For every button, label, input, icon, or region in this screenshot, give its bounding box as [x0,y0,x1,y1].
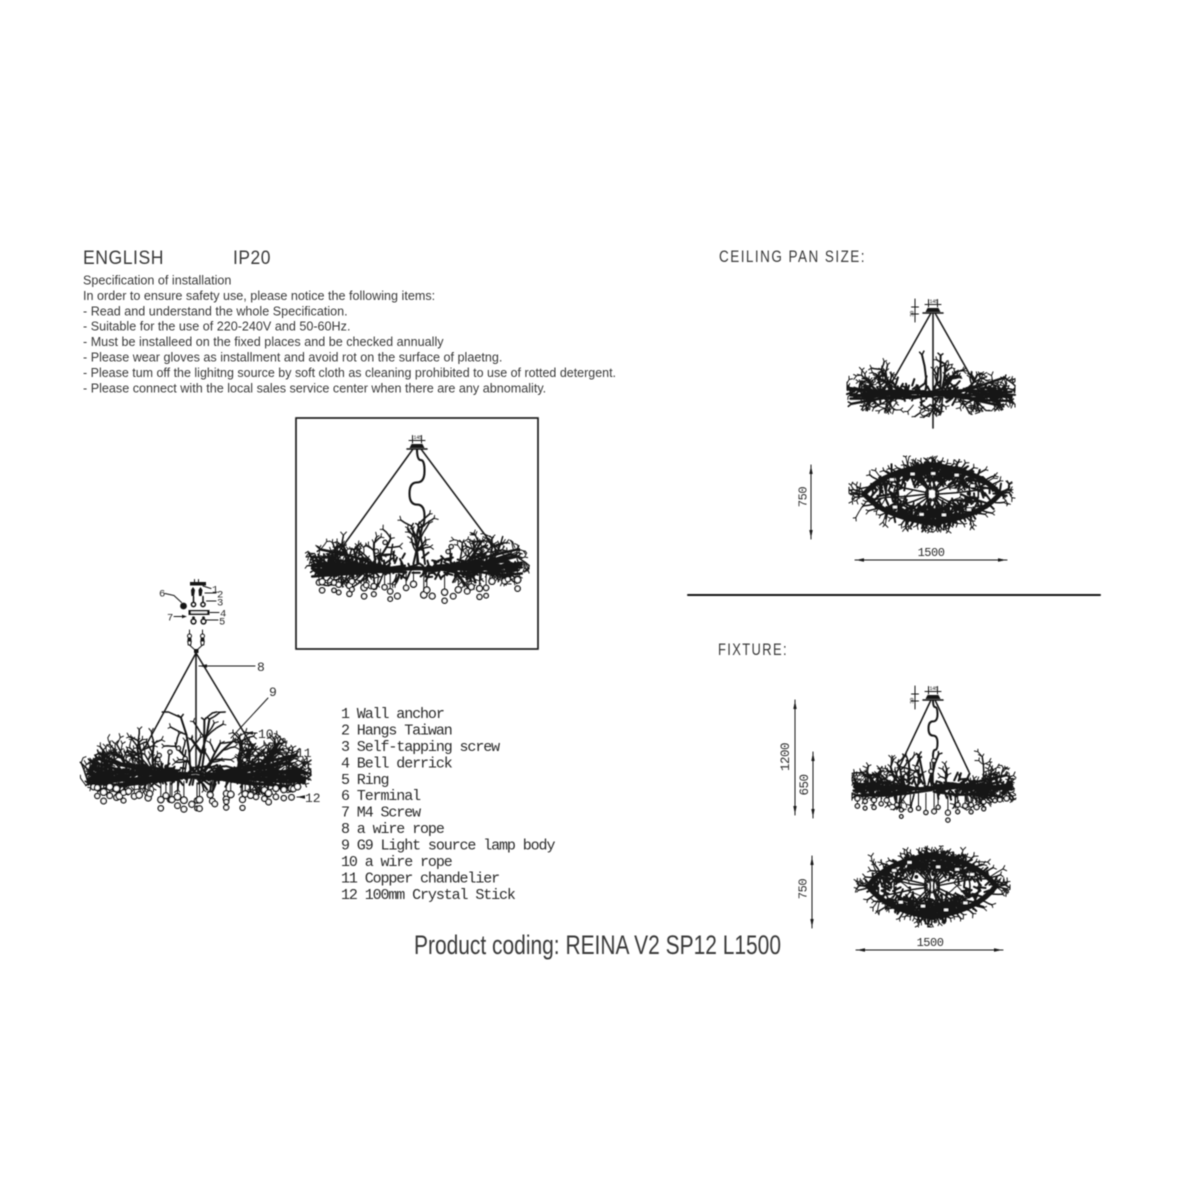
svg-text:7: 7 [167,613,173,625]
svg-text:4 Bell derrick: 4 Bell derrick [341,755,453,772]
svg-text:145: 145 [413,434,422,441]
svg-text:145: 145 [929,298,938,305]
svg-text:750: 750 [797,487,811,507]
svg-text:3 Self-tapping screw: 3 Self-tapping screw [341,739,500,756]
svg-text:CEILING PAN SIZE:: CEILING PAN SIZE: [719,248,866,266]
svg-text:1: 1 [212,585,218,597]
svg-text:In order to ensure safety use,: In order to ensure safety use, please no… [83,289,435,303]
svg-text:750: 750 [797,879,811,899]
svg-text:30: 30 [909,311,916,317]
svg-text:- Must be installeed on the fi: - Must be installeed on the fixed places… [83,335,444,349]
svg-text:11 Copper chandelier: 11 Copper chandelier [341,871,499,888]
svg-text:650: 650 [798,774,812,795]
svg-text:6 Terminal: 6 Terminal [341,788,421,805]
svg-text:8: 8 [257,660,265,675]
svg-text:Product coding: REINA V2 SP12: Product coding: REINA V2 SP12 L1500 [414,930,781,960]
svg-text:1500: 1500 [918,546,945,560]
svg-text:7 M4 Screw: 7 M4 Screw [341,805,421,822]
svg-text:Specification of installation: Specification of installation [83,274,231,288]
svg-text:10 a wire rope: 10 a wire rope [341,854,453,871]
svg-text:9: 9 [269,685,277,700]
svg-text:12 100mm Crystal Stick: 12 100mm Crystal Stick [341,887,516,904]
svg-text:30: 30 [909,698,916,704]
svg-text:145: 145 [929,685,938,692]
svg-text:ENGLISH: ENGLISH [83,247,164,269]
svg-text:FIXTURE:: FIXTURE: [718,641,788,659]
svg-text:- Read and understand the whol: - Read and understand the whole Specific… [83,304,348,318]
svg-text:6: 6 [159,589,165,601]
svg-text:9 G9 Light source lamp body: 9 G9 Light source lamp body [341,838,555,855]
svg-text:1 Wall anchor: 1 Wall anchor [341,706,444,723]
svg-text:2: 2 [217,590,223,602]
svg-text:1200: 1200 [779,743,793,771]
svg-text:10: 10 [258,727,274,742]
svg-text:1500: 1500 [917,936,944,950]
svg-text:- Please wear gloves as instal: - Please wear gloves as installment and … [83,351,502,365]
svg-text:5: 5 [219,617,225,629]
svg-text:2 Hangs Taiwan: 2 Hangs Taiwan [341,723,452,740]
svg-text:IP20: IP20 [233,247,271,269]
svg-text:3: 3 [217,598,223,610]
svg-text:- Suitable for the use of 220-: - Suitable for the use of 220-240V and 5… [83,320,350,334]
svg-text:- Please tum off the lighitng: - Please tum off the lighitng source by … [83,366,616,380]
svg-text:5 Ring: 5 Ring [341,772,389,789]
svg-text:4: 4 [220,609,226,621]
svg-text:- Please connect with the loca: - Please connect with the local sales se… [83,381,546,395]
svg-text:12: 12 [305,791,321,806]
svg-text:11: 11 [296,746,312,761]
svg-text:8 a wire rope: 8 a wire rope [341,821,445,838]
